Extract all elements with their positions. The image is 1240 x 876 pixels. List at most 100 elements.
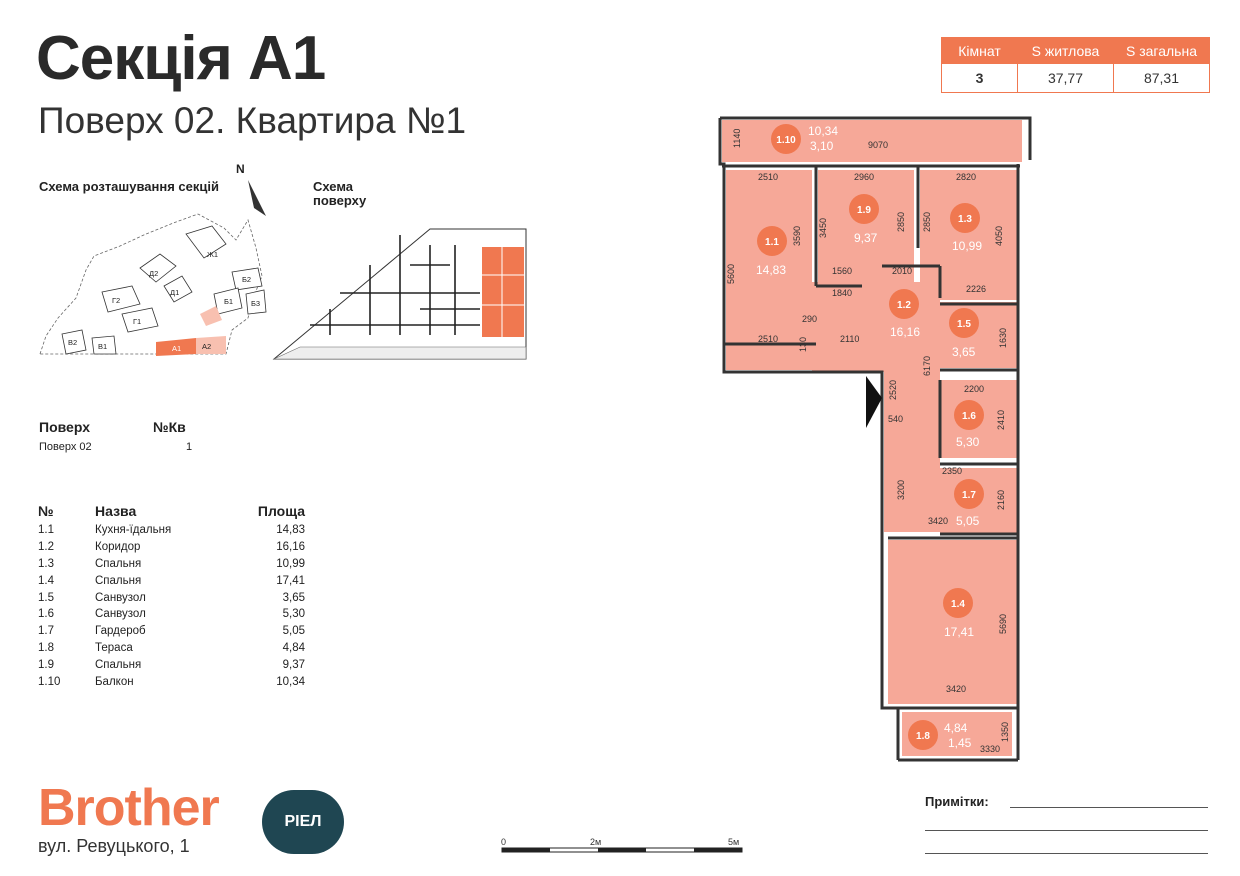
room-number: 1.8 <box>38 641 54 654</box>
entrance-arrow-icon <box>866 376 882 428</box>
room-badge-number: 1.3 <box>958 214 972 225</box>
notes-line <box>1010 807 1208 808</box>
dimension-label: 540 <box>888 414 903 424</box>
table-row: 1.2 Коридор 16,16 <box>38 539 305 556</box>
room-badge-number: 1.6 <box>962 411 976 422</box>
dimension-label: 9070 <box>868 140 888 150</box>
building-b3 <box>245 289 267 315</box>
dimension-label: 2510 <box>758 334 778 344</box>
room-name: Спальня <box>95 557 142 570</box>
room-badge-number: 1.5 <box>957 319 971 330</box>
room-area-label: 17,41 <box>944 625 974 639</box>
room-name: Гардероб <box>95 625 146 638</box>
dimension-label: 1630 <box>998 328 1008 348</box>
building-b1 <box>213 287 243 315</box>
room-badge-1-5 <box>949 308 979 338</box>
building-g2 <box>101 285 141 313</box>
section-label: А1 <box>172 344 181 353</box>
summary-total-area-value: 87,31 <box>1113 63 1210 93</box>
section-label: Ж1 <box>207 250 218 259</box>
room-name: Балкон <box>95 675 134 688</box>
table-row: 1.1 Кухня-їдальня 14,83 <box>38 522 305 539</box>
room-name: Спальня <box>95 574 142 587</box>
section-label: Д2 <box>149 269 158 278</box>
apartment-highlight <box>482 247 524 337</box>
room-fill-corridor-bottom <box>884 372 940 532</box>
dimension-label: 2960 <box>854 172 874 182</box>
room-badge-1-7 <box>954 479 984 509</box>
room-area-label: 16,16 <box>890 325 920 339</box>
room-area-label: 10,34 <box>808 124 838 138</box>
summary-header-total-area: S загальна <box>1113 37 1210 64</box>
room-badge-1-8 <box>908 720 938 750</box>
room-badge-number: 1.2 <box>897 300 911 311</box>
dimension-label: 5600 <box>726 264 736 284</box>
summary-rooms-value: 3 <box>941 63 1018 93</box>
room-area: 5,30 <box>282 608 305 621</box>
summary-header-rooms: Кімнат <box>941 37 1018 64</box>
col-name: Назва <box>95 503 137 519</box>
floor-header: Поверх <box>39 419 90 435</box>
room-area: 3,65 <box>282 591 305 604</box>
summary-living-area-value: 37,77 <box>1017 63 1114 93</box>
notes-label: Примітки: <box>925 794 989 809</box>
room-badge-number: 1.7 <box>962 490 976 501</box>
room-area-label: 3,65 <box>952 345 976 359</box>
apartment-number-header: №Кв <box>153 419 186 435</box>
dimension-label: 6170 <box>922 356 932 376</box>
dimension-label: 2110 <box>840 334 859 344</box>
section-label: Б1 <box>224 297 233 306</box>
room-fill-bedroom-1-9 <box>818 170 914 282</box>
room-area: 9,37 <box>282 658 305 671</box>
dimension-label: 5690 <box>998 614 1008 634</box>
room-fill-bedroom-1-4 <box>888 540 1018 704</box>
room-area: 16,16 <box>276 541 305 554</box>
room-name: Санвузол <box>95 608 146 621</box>
floor-scheme <box>272 228 527 360</box>
dimension-label: 4050 <box>994 226 1004 246</box>
room-number: 1.1 <box>38 524 54 537</box>
room-badge-1-9 <box>849 194 879 224</box>
dimension-label: 1350 <box>1000 722 1010 742</box>
summary-header-living-area: S житлова <box>1017 37 1114 64</box>
brand-badge: РІЕЛ <box>262 790 344 854</box>
room-name: Тераса <box>95 641 133 654</box>
building-a2 <box>196 336 226 354</box>
north-arrow-icon <box>248 180 266 216</box>
room-area-extra: 3,10 <box>810 139 834 153</box>
room-name: Коридор <box>95 541 141 554</box>
room-name: Спальня <box>95 658 142 671</box>
building-b2 <box>231 267 263 291</box>
sections-location-scheme: N Ж1 Д2 Д1 Г2 Г1 Б2 Б1 Б3 В2 В1 А1 А2 <box>39 162 267 356</box>
site-boundary <box>39 213 263 355</box>
section-label: В2 <box>68 338 77 347</box>
dimension-label: 2520 <box>888 380 898 400</box>
dimension-label: 2350 <box>942 466 962 476</box>
room-area-label: 5,05 <box>956 514 980 528</box>
room-fill-bedroom-1-3 <box>920 170 1018 300</box>
scale-label-0: 0 <box>501 837 506 847</box>
room-badge-1-2 <box>889 289 919 319</box>
room-area: 14,83 <box>276 524 305 537</box>
room-number: 1.2 <box>38 541 54 554</box>
room-area-label: 10,99 <box>952 239 982 253</box>
page-subtitle: Поверх 02. Квартира №1 <box>38 100 467 141</box>
room-fill-corridor-top <box>812 282 940 372</box>
outer-wall <box>718 116 1032 710</box>
apartment-number-value: 1 <box>186 441 193 453</box>
section-label: Д1 <box>170 288 179 297</box>
room-fill-kitchen <box>726 170 812 370</box>
sections-scheme-label: Схема розташування секцій <box>39 179 219 194</box>
section-label: В1 <box>98 342 107 351</box>
address: вул. Ревуцького, 1 <box>38 836 190 856</box>
building-d2 <box>139 253 177 283</box>
dimension-label: 2160 <box>996 490 1006 510</box>
room-number: 1.5 <box>38 591 54 604</box>
building-v1 <box>91 335 117 355</box>
section-label: Б2 <box>242 275 251 284</box>
room-name: Кухня-їдальня <box>95 524 172 537</box>
col-area: Площа <box>257 503 305 519</box>
